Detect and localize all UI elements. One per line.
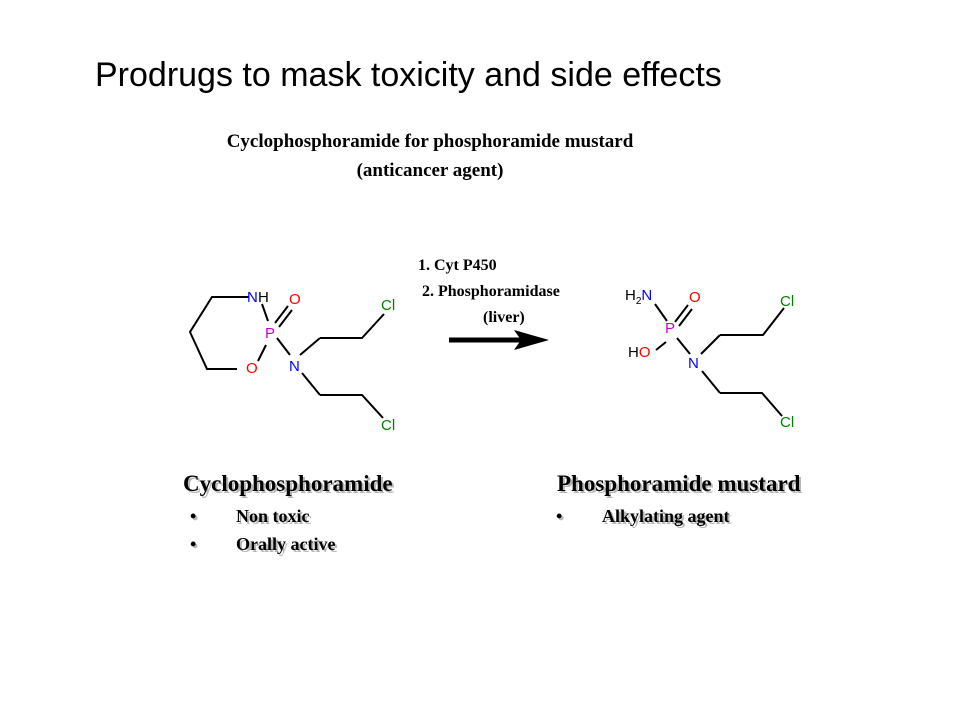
- atom-p: P: [665, 320, 675, 337]
- condition-location: (liver): [483, 309, 525, 326]
- cyclophosphamide-heading: Cyclophosphoramide: [183, 471, 393, 496]
- atom-cl-upper: Cl: [780, 293, 794, 310]
- subtitle-line-2: (anticancer agent): [356, 160, 504, 181]
- atom-o-double: O: [689, 289, 701, 306]
- atom-cl-lower: Cl: [780, 414, 794, 431]
- phosphoramide-mustard-atoms: H2N O P HO N Cl Cl: [625, 287, 794, 431]
- cyclophosphamide-atoms: N H O P O N Cl Cl: [246, 289, 395, 434]
- cyclophosphamide-structure: [188, 296, 385, 419]
- atom-h2-amine: H2N: [625, 287, 652, 307]
- atom-n-amine: N: [289, 358, 300, 375]
- bullet-icon: •: [556, 506, 563, 526]
- atom-hydroxyl: HO: [628, 344, 651, 361]
- phosphoramide-mustard-heading: Phosphoramide mustard: [557, 471, 801, 496]
- bullet-icon: •: [190, 534, 197, 554]
- slide-title: Prodrugs to mask toxicity and side effec…: [95, 56, 722, 94]
- subtitle-line-1: Cyclophosphoramide for phosphoramide mus…: [226, 131, 634, 152]
- reaction-arrow: [449, 330, 549, 350]
- atom-cl-lower: Cl: [381, 417, 395, 434]
- atom-o-double: O: [289, 291, 301, 308]
- condition-step-1: 1. Cyt P450: [418, 257, 497, 274]
- bullet-icon: •: [190, 506, 197, 526]
- atom-n-mustard: N: [688, 355, 699, 372]
- atom-n-ring: N: [247, 289, 258, 306]
- atom-p: P: [265, 325, 275, 342]
- condition-step-2: 2. Phosphoramidase: [422, 283, 560, 300]
- atom-cl-upper: Cl: [381, 297, 395, 314]
- atom-o-ring: O: [246, 360, 258, 377]
- phosphoramide-mustard-structure: [654, 303, 785, 417]
- atom-h-ring: H: [258, 289, 269, 306]
